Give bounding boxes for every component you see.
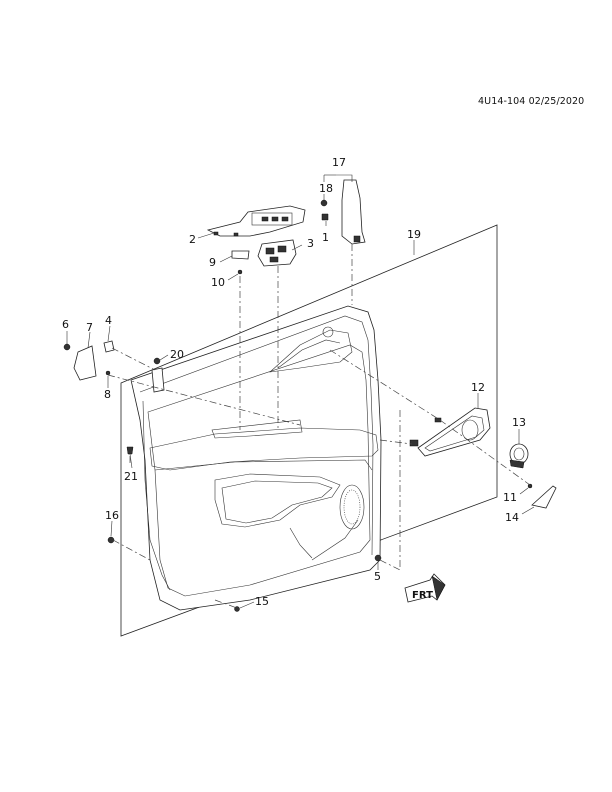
callout-10: 10 <box>211 276 225 289</box>
screw-18 <box>320 199 328 207</box>
trim-cap <box>531 485 557 509</box>
callout-19: 19 <box>407 228 421 241</box>
callout-12: 12 <box>471 381 485 394</box>
clip-21 <box>126 446 134 455</box>
screw-11 <box>527 483 533 489</box>
cover-9 <box>231 250 250 260</box>
clip-20 <box>151 367 165 393</box>
alignment-lines <box>107 244 531 609</box>
callout-18: 18 <box>319 182 333 195</box>
callout-20: 20 <box>170 348 184 361</box>
door-panel-outline <box>120 224 498 637</box>
door-trim-panel <box>130 305 382 611</box>
callout-21: 21 <box>124 470 138 483</box>
screw-5 <box>374 554 382 562</box>
screw-16 <box>107 536 115 544</box>
callout-15: 15 <box>255 595 269 608</box>
screw-10 <box>237 269 243 275</box>
tweeter-speaker <box>509 443 529 469</box>
callout-6: 6 <box>62 318 69 331</box>
screw-6 <box>63 343 71 351</box>
callout-17: 17 <box>332 156 346 169</box>
inside-handle-bezel <box>409 407 491 457</box>
window-switch-bezel <box>206 205 306 237</box>
bracket-7 <box>73 345 97 381</box>
callout-2: 2 <box>189 233 196 246</box>
callout-1: 1 <box>322 231 329 244</box>
callout-11: 11 <box>503 491 517 504</box>
callout-8: 8 <box>104 388 111 401</box>
callout-13: 13 <box>512 416 526 429</box>
callout-9: 9 <box>209 256 216 269</box>
clip-4 <box>103 340 115 353</box>
callout-3: 3 <box>307 237 314 250</box>
clip-20-head <box>153 357 161 365</box>
callout-7: 7 <box>86 321 93 334</box>
callout-14: 14 <box>505 511 519 524</box>
front-direction-arrow: FRT <box>404 573 446 603</box>
document-id: 4U14-104 02/25/2020 <box>478 96 585 107</box>
callout-16: 16 <box>105 509 119 522</box>
callout-4: 4 <box>105 314 112 327</box>
window-switch <box>257 239 297 267</box>
leader-lines <box>66 174 535 609</box>
front-arrow-label: FRT <box>412 590 433 601</box>
screw-15 <box>234 606 240 612</box>
callout-5: 5 <box>374 570 381 583</box>
screw-8 <box>105 370 111 376</box>
mirror-applique <box>341 179 366 245</box>
nut-1 <box>321 213 329 221</box>
